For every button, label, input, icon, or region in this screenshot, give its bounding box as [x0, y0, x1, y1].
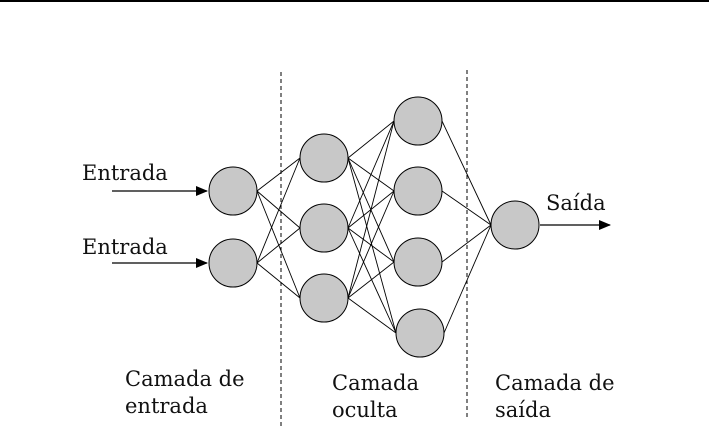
neuron-hidden1-2: [299, 273, 349, 323]
connection-hidden2-1-to-output-0: [441, 190, 492, 226]
input-layer-caption-line2: entrada: [125, 394, 208, 418]
top-border: [0, 0, 709, 2]
connection-hidden2-0-to-output-0: [441, 120, 492, 226]
connection-input-1-to-hidden1-1: [256, 227, 301, 264]
input-label-1: Entrada: [82, 161, 168, 185]
input-label-2: Entrada: [82, 235, 168, 259]
connection-input-1-to-hidden1-0: [256, 157, 301, 264]
connection-hidden1-1-to-hidden2-3: [347, 227, 397, 334]
neuron-hidden2-3: [395, 308, 445, 358]
connection-hidden1-0-to-hidden2-0: [347, 120, 395, 159]
connection-hidden2-3-to-output-0: [443, 224, 492, 334]
neuron-hidden2-1: [393, 166, 443, 216]
neuron-input-0: [208, 166, 258, 216]
connection-hidden1-2-to-hidden2-0: [347, 120, 395, 299]
output-layer-caption-line2: saída: [495, 398, 551, 422]
neuron-output-0: [490, 200, 540, 250]
connection-hidden2-2-to-output-0: [441, 224, 492, 263]
hidden-layer-caption-line2: oculta: [332, 398, 398, 422]
neuron-hidden1-0: [299, 133, 349, 183]
connection-input-0-to-hidden1-0: [256, 157, 301, 192]
connection-hidden1-2-to-hidden2-3: [347, 297, 397, 334]
connection-hidden1-2-to-hidden2-2: [347, 261, 395, 299]
connection-hidden1-2-to-hidden2-1: [347, 190, 395, 299]
connection-input-0-to-hidden1-2: [256, 190, 301, 299]
connection-hidden1-1-to-hidden2-0: [347, 120, 395, 229]
neuron-hidden2-2: [393, 237, 443, 287]
neuron-hidden2-0: [393, 96, 443, 146]
neuron-hidden1-1: [299, 203, 349, 253]
output-layer-caption-line1: Camada de: [495, 371, 615, 395]
connection-input-1-to-hidden1-2: [256, 262, 301, 299]
output-label: Saída: [546, 191, 606, 215]
neuron-input-1: [208, 238, 258, 288]
input-layer-caption-line1: Camada de: [125, 367, 245, 391]
hidden-layer-caption-line1: Camada: [332, 371, 419, 395]
